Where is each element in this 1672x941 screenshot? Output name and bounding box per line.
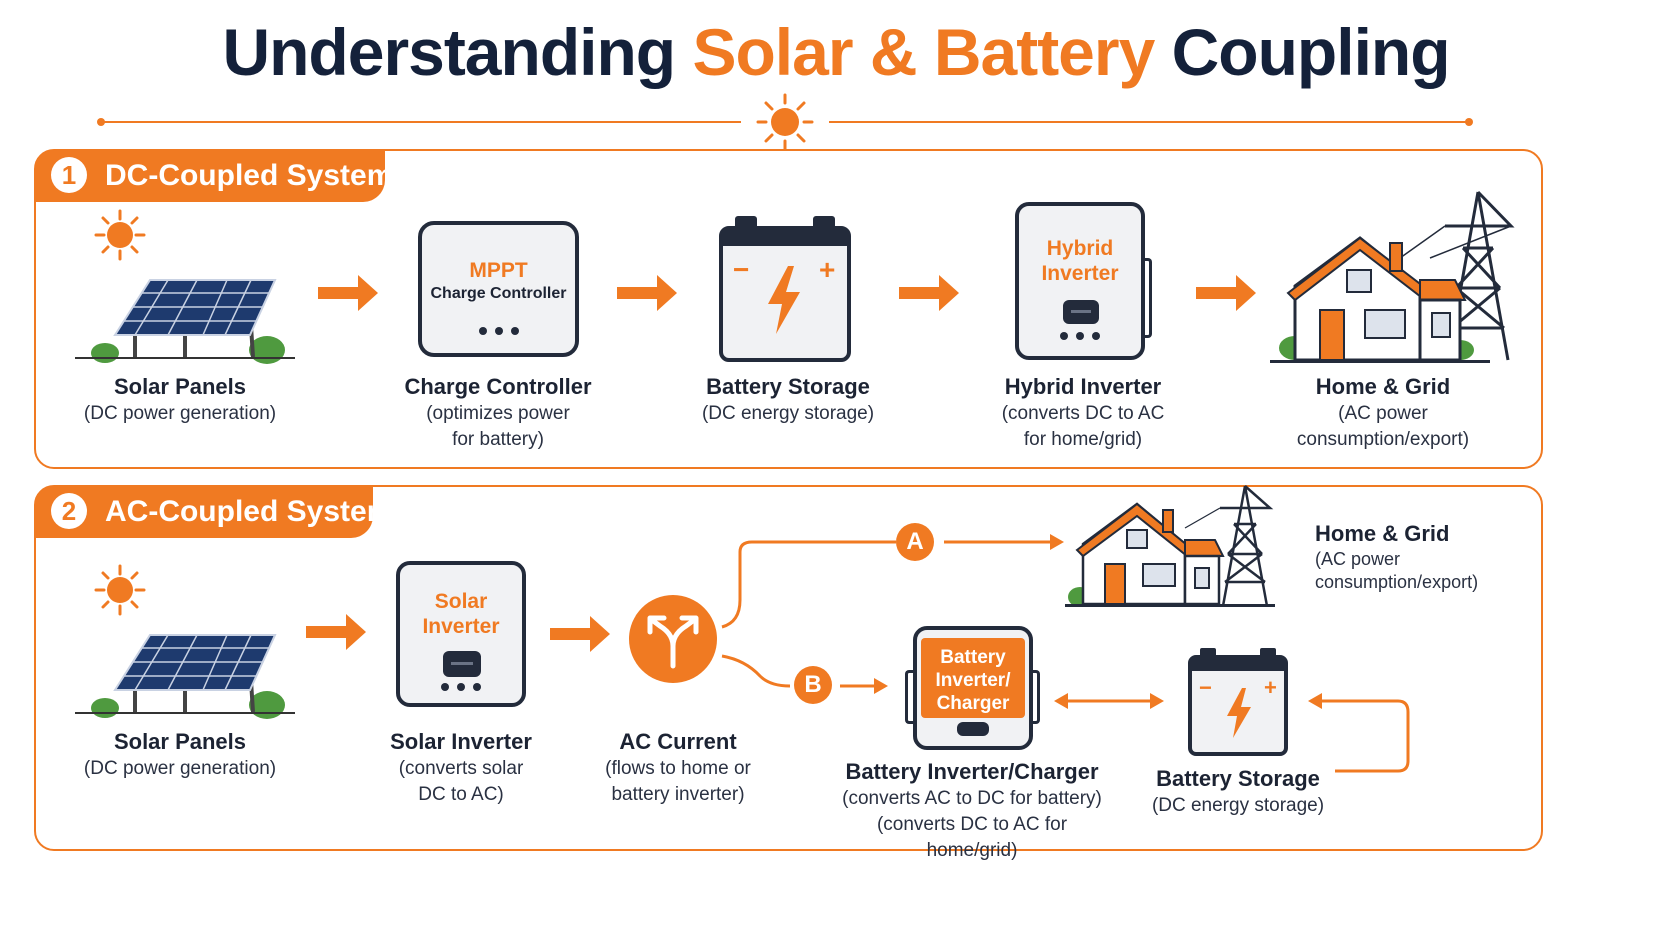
arrow-right-icon [550,616,610,652]
title-rule-left [101,121,741,123]
title-rule-right [829,121,1469,123]
status-dots [400,683,522,691]
lightning-icon [1227,688,1251,738]
minus-sign: − [733,254,750,285]
dc-solar-title: Solar Panels [113,374,247,399]
ac-battery-device: − + [1188,648,1288,756]
ac-solar-caption: Solar Panels (DC power generation) [60,728,300,782]
title-text-highlight: Solar & Battery [692,15,1155,89]
minus-sign: − [1199,675,1212,700]
ac-current-desc-1: (flows to home or [605,758,751,779]
ac-current-desc-2: battery inverter) [611,784,745,805]
house-icon [1270,190,1515,363]
ac-inverter-title: Solar Inverter [390,729,532,754]
ac-current-caption: AC Current (flows to home or battery inv… [585,728,771,808]
solar-panel-icon [75,209,295,364]
dc-controller-desc-2: for battery) [452,429,544,450]
ac-charger-desc-2: (converts DC to AC for home/grid) [876,814,1068,861]
dc-battery-caption: Battery Storage (DC energy storage) [688,373,888,427]
dc-controller-caption: Charge Controller (optimizes power for b… [398,373,598,453]
ac-battery-desc: (DC energy storage) [1151,795,1325,816]
ac-home-desc-2: consumption/export) [1315,572,1479,592]
dc-controller-title: Charge Controller [404,374,592,399]
ac-home-desc-1: (AC power [1315,549,1401,569]
dc-battery-device: − + [719,216,851,362]
sun-icon [756,93,814,151]
mppt-label: MPPT [469,259,528,282]
ac-solar-desc: (DC power generation) [83,758,277,779]
title-text-1: Understanding [222,15,693,89]
ac-home-title: Home & Grid [1315,521,1450,546]
transmission-tower-icon [1399,190,1515,361]
dc-inverter-title: Hybrid Inverter [1004,374,1162,399]
arrow-right-icon [617,275,677,311]
dc-home-caption: Home & Grid (AC power consumption/export… [1280,373,1486,453]
dc-inverter-caption: Hybrid Inverter (converts DC to AC for h… [985,373,1181,453]
lightning-icon [768,266,800,334]
solar-inverter-label-2: Inverter [422,615,500,638]
dc-home-desc-1: (AC power [1338,403,1428,424]
hybrid-label-2: Inverter [1041,262,1119,285]
arrow-right-icon [1196,275,1256,311]
mppt-controller-device: MPPT Charge Controller [418,221,579,357]
path-b-badge: B [794,666,832,704]
split-arrow-icon [629,595,717,683]
ac-solar-title: Solar Panels [113,729,247,754]
ac-inverter-desc-1: (converts solar [398,758,524,779]
ac-battery-title: Battery Storage [1156,766,1320,791]
charge-controller-label: Charge Controller [430,285,567,302]
inverter-screen [1063,300,1099,324]
dc-section-header: 1 DC-Coupled System [35,150,393,202]
ac-charger-desc-1: (converts AC to DC for battery) [842,788,1102,809]
path-a-badge: A [896,523,934,561]
dc-controller-desc-1: (optimizes power [426,403,570,424]
ac-home-caption: Home & Grid (AC power consumption/export… [1315,520,1515,594]
status-dots [422,327,575,335]
inverter-screen [443,651,481,677]
dc-inverter-desc-1: (converts DC to AC [1001,403,1165,424]
dc-solar-desc: (DC power generation) [83,403,277,424]
hybrid-label-1: Hybrid [1046,237,1114,260]
dc-home-desc-2: consumption/export) [1296,429,1470,450]
ac-charger-caption: Battery Inverter/Charger (converts AC to… [832,758,1112,864]
dc-inverter-desc-2: for home/grid) [1023,429,1143,450]
solar-panel-icon [75,564,295,719]
ac-battery-caption: Battery Storage (DC energy storage) [1148,765,1328,819]
ac-charger-title: Battery Inverter/Charger [845,759,1099,784]
house-icon [1065,485,1275,607]
charger-indicator [957,722,989,736]
ac-inverter-caption: Solar Inverter (converts solar DC to AC) [371,728,551,808]
rule-dot-right [1465,118,1473,126]
dc-battery-title: Battery Storage [706,374,870,399]
charger-label-2: Inverter/ [935,670,1011,691]
dc-section-title: DC-Coupled System [105,159,394,192]
ac-section-title: AC-Coupled System [105,495,394,528]
arrow-right-icon [318,275,378,311]
ac-coupled-panel [34,485,1543,851]
arrow-right-icon [306,614,366,650]
dc-solar-caption: Solar Panels (DC power generation) [60,373,300,427]
ac-inverter-desc-2: DC to AC) [418,784,504,805]
charger-label-1: Battery [940,647,1006,668]
charger-label-3: Charger [936,693,1010,714]
dc-section-number: 1 [51,157,87,194]
dc-home-title: Home & Grid [1315,374,1451,399]
title-text-3: Coupling [1154,15,1451,89]
solar-inverter-label-1: Solar [434,590,488,613]
arrow-right-icon [899,275,959,311]
ac-section-header: 2 AC-Coupled System [35,486,393,538]
plus-sign: + [819,254,836,285]
status-dots [1019,332,1141,340]
ac-section-number: 2 [51,493,87,530]
plus-sign: + [1264,675,1277,700]
ac-current-title: AC Current [619,729,737,754]
dc-battery-desc: (DC energy storage) [701,403,875,424]
transmission-tower-icon [1184,485,1274,607]
page-title: Understanding Solar & Battery Coupling [0,14,1672,90]
